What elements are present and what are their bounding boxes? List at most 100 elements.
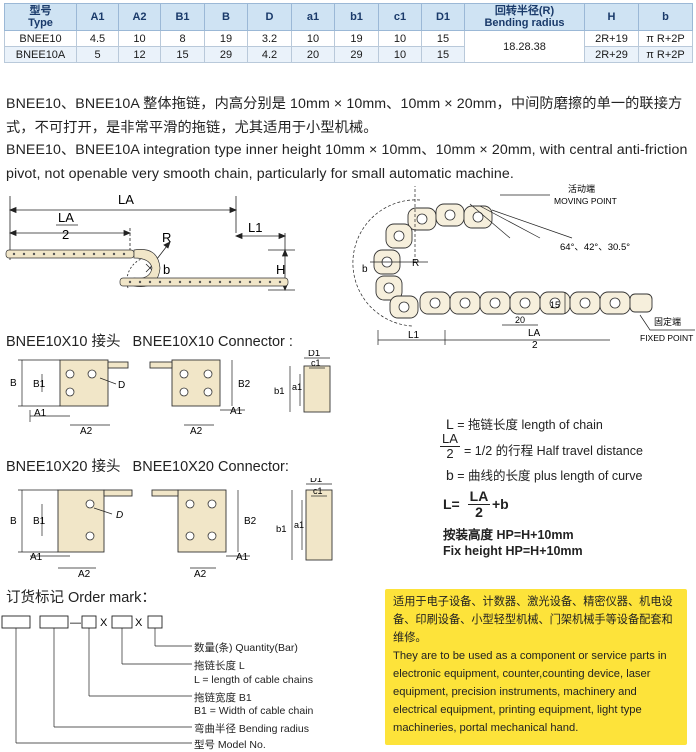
svg-text:A1: A1: [230, 406, 243, 417]
order-sep-x2: X: [135, 617, 143, 629]
chain-side-diagram: LA LA 2 R L1 b H: [5, 192, 295, 292]
application-note-en: They are to be used as a component or se…: [393, 650, 667, 734]
cell: 10: [118, 30, 161, 47]
angles-label: 64°、42°、30.5°: [560, 242, 630, 253]
cell: 10: [291, 30, 335, 47]
svg-text:a1: a1: [292, 382, 302, 392]
svg-text:b1: b1: [274, 386, 285, 397]
cell: 12: [118, 46, 161, 63]
col-b-curve: b: [638, 3, 693, 31]
fix-height-zh: 按装高度 HP=H+10mm: [443, 528, 574, 542]
legend-la-fraction: LA 2: [440, 432, 460, 461]
legend-la: = 1/2 的行程 Half travel distance: [464, 444, 643, 458]
cell: 15: [421, 30, 465, 47]
order-item-width-desc: B1 = Width of cable chain: [194, 705, 314, 717]
col-b: B: [204, 3, 248, 31]
table-row: BNEE10A 5 12 15 29 4.2 20 29 10 15 2R+29…: [4, 46, 693, 63]
la-half-den: 2: [62, 227, 69, 242]
la-half-num: LA: [58, 210, 74, 225]
r-label-right: R: [412, 258, 419, 269]
col-a2: A2: [118, 3, 161, 31]
order-item-model: 型号 Model No.: [194, 739, 266, 751]
col-b1-small: b1: [334, 3, 379, 31]
svg-text:B1: B1: [33, 516, 46, 527]
la-right-num: LA: [528, 328, 541, 339]
bending-radius-cell: 18.28.38: [464, 30, 585, 63]
application-note: 适用于电子设备、计数器、激光设备、精密仪器、机电设备、印刷设备、小型轻型机械、门…: [385, 589, 687, 745]
svg-text:c1: c1: [313, 486, 323, 496]
cell: 2R+29: [584, 46, 639, 63]
table-row: BNEE10 4.5 10 8 19 3.2 10 19 10 15 18.28…: [4, 30, 693, 63]
svg-text:D1: D1: [308, 350, 320, 359]
formula-tail: +b: [492, 496, 509, 512]
connector10-drawing: B B1 D A1 A2 B2 A2 A1 D1 c1 b1 a1: [10, 350, 331, 437]
cell: 10: [378, 46, 422, 63]
cell: 10: [378, 30, 422, 47]
order-item-radius: 弯曲半径 Bending radius: [194, 723, 309, 735]
cell: 29: [204, 46, 248, 63]
col-h: H: [584, 3, 639, 31]
svg-text:B: B: [10, 378, 17, 389]
svg-text:A2: A2: [190, 426, 203, 437]
svg-text:a1: a1: [294, 520, 304, 530]
b-label-right: b: [362, 264, 368, 275]
legend-b: b = 曲线的长度 plus length of curve: [446, 467, 643, 483]
description-en: BNEE10、BNEE10A integration type inner he…: [6, 142, 688, 182]
svg-text:b1: b1: [276, 524, 287, 535]
svg-text:A1: A1: [34, 408, 47, 419]
cell: π R+2P: [638, 30, 693, 47]
h-label: H: [276, 262, 285, 277]
dim-20: 20: [515, 315, 525, 325]
order-sep-x1: X: [100, 617, 108, 629]
formula-l: L=: [443, 496, 460, 512]
moving-point-zh: 活动端: [568, 183, 595, 194]
connector10-title: BNEE10X10 接头 BNEE10X10 Connector :: [6, 334, 293, 350]
connector20-drawing: B B1 D A1 A2 B2 A2 A1 D1 c1 b1 a1: [10, 478, 333, 578]
order-mark-diagram: — X X: [1, 615, 192, 744]
col-a1: A1: [76, 3, 119, 31]
svg-text:A2: A2: [78, 569, 91, 578]
svg-text:B2: B2: [238, 379, 251, 390]
col-a1-small: a1: [291, 3, 335, 31]
svg-text:B: B: [10, 516, 17, 527]
cell: 15: [160, 46, 205, 63]
svg-text:D: D: [118, 380, 125, 391]
cell: 19: [204, 30, 248, 47]
cell: 19: [334, 30, 379, 47]
cell: 29: [334, 46, 379, 63]
b-label: b: [163, 262, 170, 277]
legend-l: L = 拖链长度 length of chain: [446, 416, 603, 432]
col-bending-radius: 回转半径(R)Bending radius: [464, 3, 585, 31]
formula-fraction: LA 2: [468, 488, 490, 520]
svg-text:B1: B1: [33, 379, 46, 390]
cell: BNEE10A: [4, 46, 77, 63]
description-zh: BNEE10、BNEE10A 整体拖链，内高分别是 10mm × 10mm、10…: [6, 96, 683, 136]
cell: 20: [291, 46, 335, 63]
cell: 2R+19: [584, 30, 639, 47]
svg-text:D1: D1: [310, 478, 322, 485]
col-c1: c1: [378, 3, 422, 31]
application-note-zh: 适用于电子设备、计数器、激光设备、精密仪器、机电设备、印刷设备、小型轻型机械、门…: [393, 596, 673, 644]
order-item-width: 拖链宽度 B1: [194, 692, 252, 704]
chain-bend-diagram: 活动端 MOVING POINT 64°、42°、30.5° R b 15 20…: [352, 183, 695, 350]
moving-point-en: MOVING POINT: [554, 196, 617, 206]
l1-label: L1: [248, 220, 262, 235]
connector20-title: BNEE10X20 接头 BNEE10X20 Connector:: [6, 459, 289, 475]
svg-text:c1: c1: [311, 358, 321, 368]
svg-text:A1: A1: [236, 552, 249, 563]
cell: 8: [160, 30, 205, 47]
dim-15: 15: [550, 300, 560, 310]
cell: 4.5: [76, 30, 119, 47]
cell: 3.2: [247, 30, 292, 47]
col-b1: B1: [160, 3, 205, 31]
cell: 4.2: [247, 46, 292, 63]
order-sep-dash: —: [70, 617, 81, 629]
cell: 5: [76, 46, 119, 63]
svg-text:B2: B2: [244, 516, 257, 527]
fixed-point-en: FIXED POINT: [640, 333, 693, 343]
cell: π R+2P: [638, 46, 693, 63]
order-item-length-desc: L = length of cable chains: [194, 674, 313, 686]
